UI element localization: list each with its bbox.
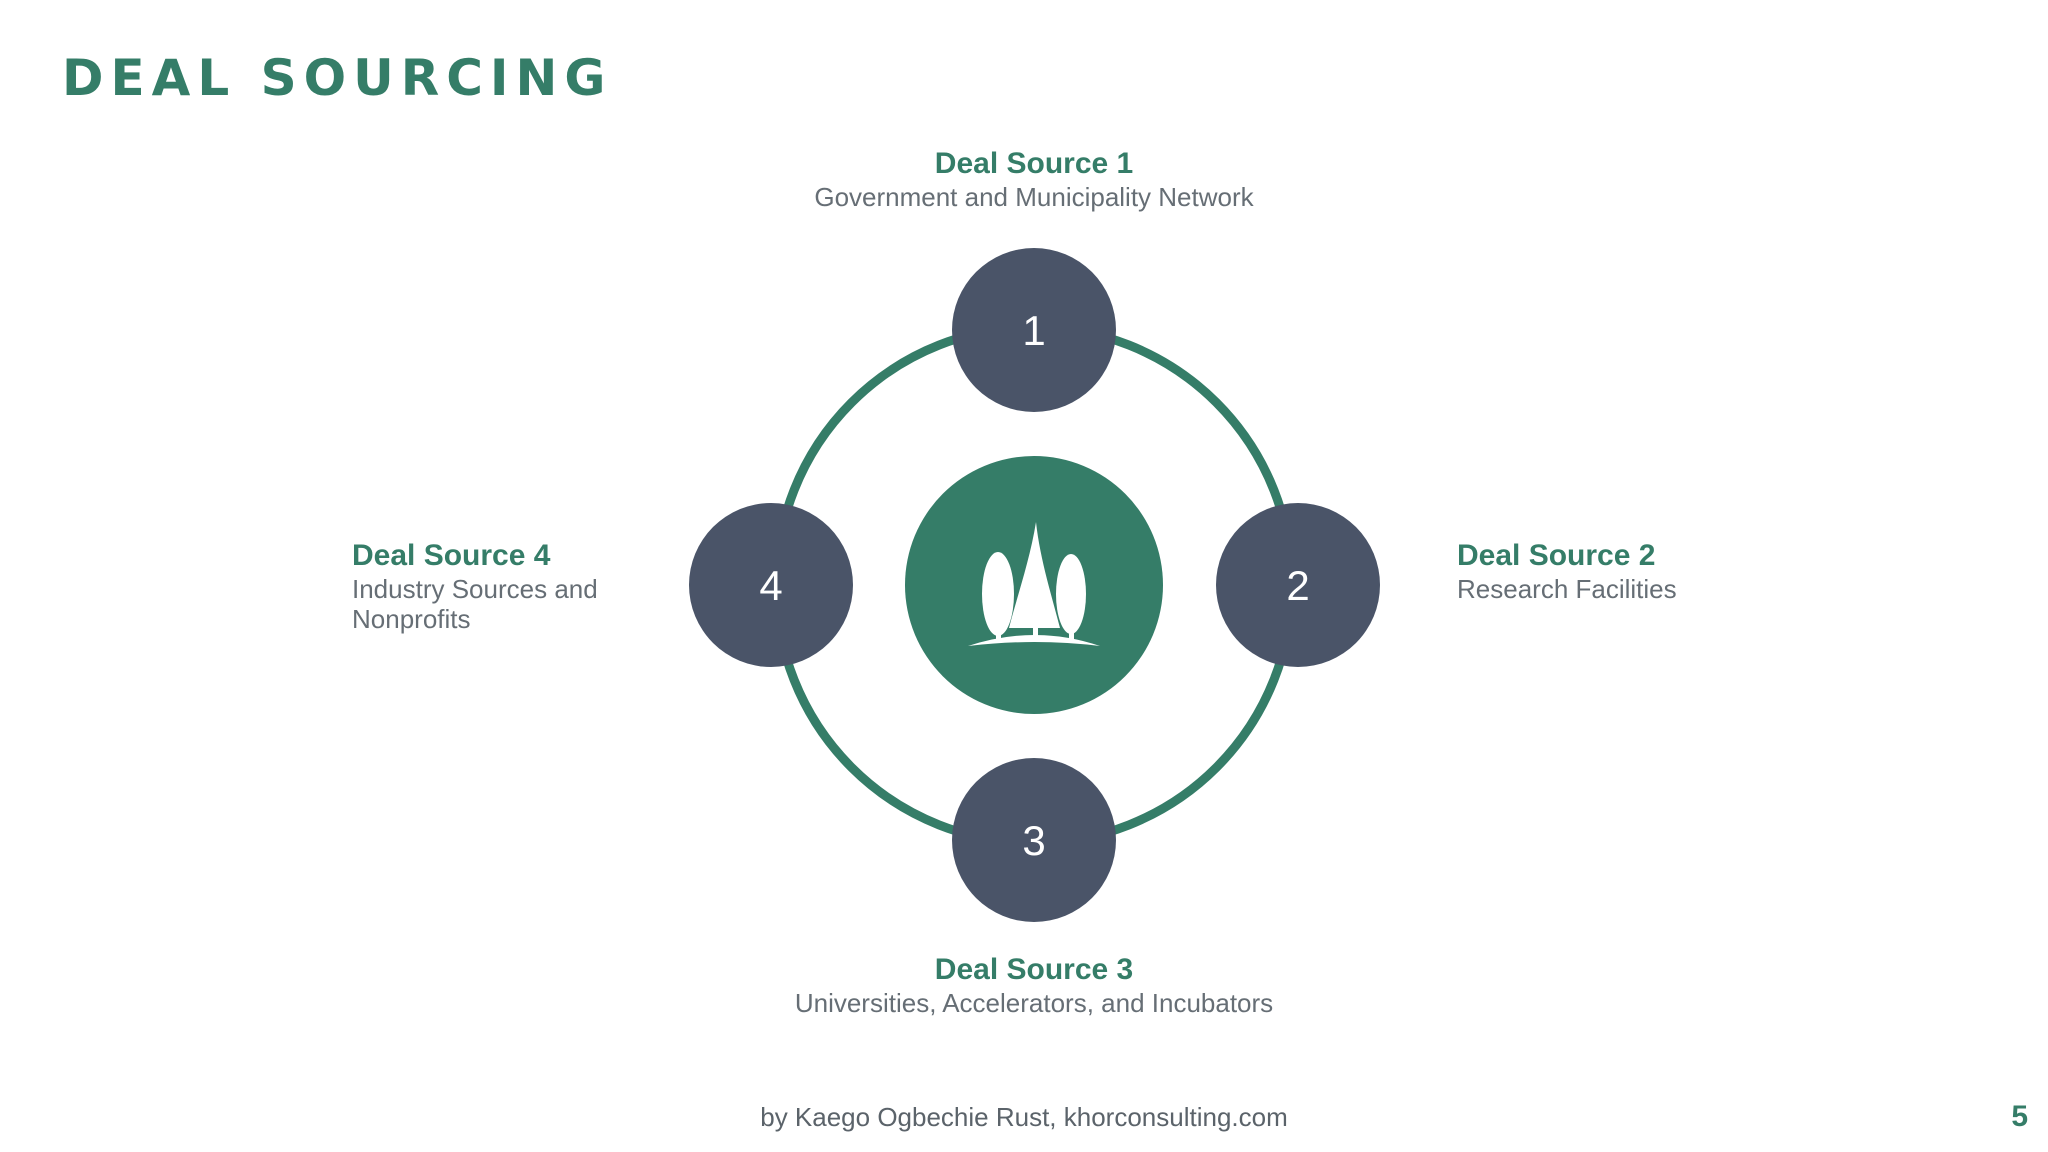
slide-title: DEAL SOURCING (62, 49, 613, 107)
footer-credit: by Kaego Ogbechie Rust, khorconsulting.c… (760, 1102, 1288, 1132)
deal-source-2-description: Research Facilities (1457, 574, 1677, 604)
deal-source-1-title: Deal Source 1 (934, 147, 1134, 180)
node-1-number: 1 (1022, 307, 1045, 354)
node-4-number: 4 (759, 562, 782, 609)
deal-source-4-description: Industry Sources and Nonprofits (352, 574, 598, 634)
node-2: 2 (1216, 503, 1380, 667)
node-1: 1 (952, 248, 1116, 412)
center-hub (905, 456, 1163, 714)
node-2-number: 2 (1286, 562, 1309, 609)
deal-source-3-title: Deal Source 3 (934, 953, 1134, 986)
trees-icon (968, 522, 1100, 646)
deal-source-1-description: Government and Municipality Network (814, 182, 1254, 212)
node-2-circle (1216, 503, 1380, 667)
node-1-circle (952, 248, 1116, 412)
node-3-circle (952, 758, 1116, 922)
deal-source-3-description: Universities, Accelerators, and Incubato… (794, 988, 1274, 1018)
deal-source-4-title: Deal Source 4 (352, 539, 551, 572)
deal-source-2-label: Deal Source 2 Research Facilities (1457, 538, 1877, 604)
node-3: 3 (952, 758, 1116, 922)
deal-source-2-title: Deal Source 2 (1457, 539, 1656, 572)
deal-source-4-label: Deal Source 4 Industry Sources and Nonpr… (352, 538, 682, 634)
deal-source-1-label: Deal Source 1 Government and Municipalit… (684, 146, 1384, 212)
node-3-number: 3 (1022, 817, 1045, 864)
node-4-circle (689, 503, 853, 667)
page-number: 5 (2011, 1100, 2028, 1133)
deal-source-3-label: Deal Source 3 Universities, Accelerators… (684, 952, 1384, 1018)
node-4: 4 (689, 503, 853, 667)
